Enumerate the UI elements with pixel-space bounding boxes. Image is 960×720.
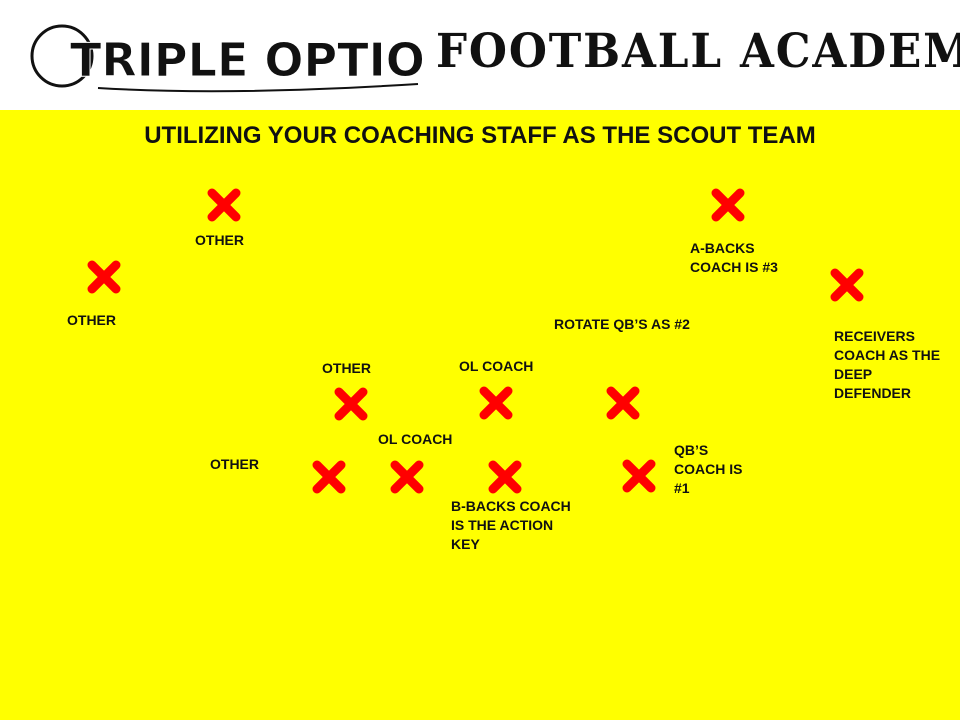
header-banner: TRIPLE OPTION FOOTBALL ACADEMY xyxy=(0,0,960,110)
label-qbs-coach: QB’S COACH IS #1 xyxy=(674,442,743,496)
x-mark-icon xyxy=(479,386,513,420)
label-a-backs-coach: A-BACKS COACH IS #3 xyxy=(690,240,778,275)
x-mark-icon xyxy=(390,460,424,494)
x-mark-icon xyxy=(334,387,368,421)
x-mark-icon xyxy=(312,460,346,494)
x-mark-icon xyxy=(622,459,656,493)
label-receivers-coach: RECEIVERS COACH AS THE DEEP DEFENDER xyxy=(834,328,941,401)
label-rotate-qbs: ROTATE QB’S AS #2 xyxy=(554,316,690,332)
football-academy-logo-text: FOOTBALL ACADEMY xyxy=(436,24,960,79)
x-mark-icon xyxy=(488,460,522,494)
x-mark-icon xyxy=(207,188,241,222)
label-ol-coach-upper: OL COACH xyxy=(459,358,534,374)
logo-left-text: TRIPLE OPTION xyxy=(70,33,428,87)
label-other-low: OTHER xyxy=(210,456,259,472)
label-other-mid: OTHER xyxy=(322,360,371,376)
x-mark-icon xyxy=(87,260,121,294)
diagram-title: UTILIZING YOUR COACHING STAFF AS THE SCO… xyxy=(144,122,816,149)
x-mark-icon xyxy=(606,386,640,420)
triple-option-logo: TRIPLE OPTION xyxy=(30,24,428,93)
label-other-top: OTHER xyxy=(195,232,244,248)
label-ol-coach-lower: OL COACH xyxy=(378,431,453,447)
x-mark-icon xyxy=(711,188,745,222)
x-mark-icon xyxy=(830,268,864,302)
label-other-left: OTHER xyxy=(67,312,116,328)
label-b-backs-coach: B-BACKS COACH IS THE ACTION KEY xyxy=(451,498,571,552)
